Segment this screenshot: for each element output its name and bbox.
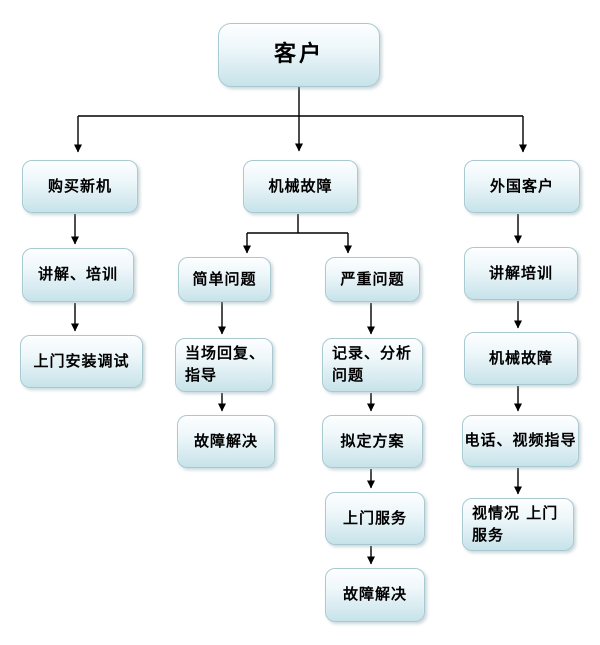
node-mechanical-fault-2: 机械故障 <box>464 332 578 385</box>
node-mechanical-fault: 机械故障 <box>243 160 358 213</box>
node-record-analyze-problem: 记录、分析问题 <box>322 338 423 392</box>
node-explain-training-2: 讲解培训 <box>464 247 578 300</box>
node-simple-problem: 简单问题 <box>178 257 271 302</box>
node-buy-new-machine: 购买新机 <box>22 160 138 213</box>
node-phone-video-guidance: 电话、视频指导 <box>462 415 579 467</box>
node-fault-solved-2: 故障解决 <box>325 568 425 622</box>
node-customer: 客户 <box>218 23 380 87</box>
node-onsite-install-debug: 上门安装调试 <box>20 335 143 388</box>
node-serious-problem: 严重问题 <box>325 257 420 302</box>
node-draft-plan: 拟定方案 <box>322 415 423 468</box>
node-foreign-customer: 外国客户 <box>464 160 580 213</box>
node-explain-training-1: 讲解、培训 <box>22 248 134 302</box>
node-onsite-service: 上门服务 <box>325 492 425 545</box>
node-onspot-reply-guidance: 当场回复、指导 <box>175 338 273 392</box>
node-onsite-depends: 视情况 上门服务 <box>462 498 574 551</box>
node-fault-solved-1: 故障解决 <box>177 415 275 468</box>
